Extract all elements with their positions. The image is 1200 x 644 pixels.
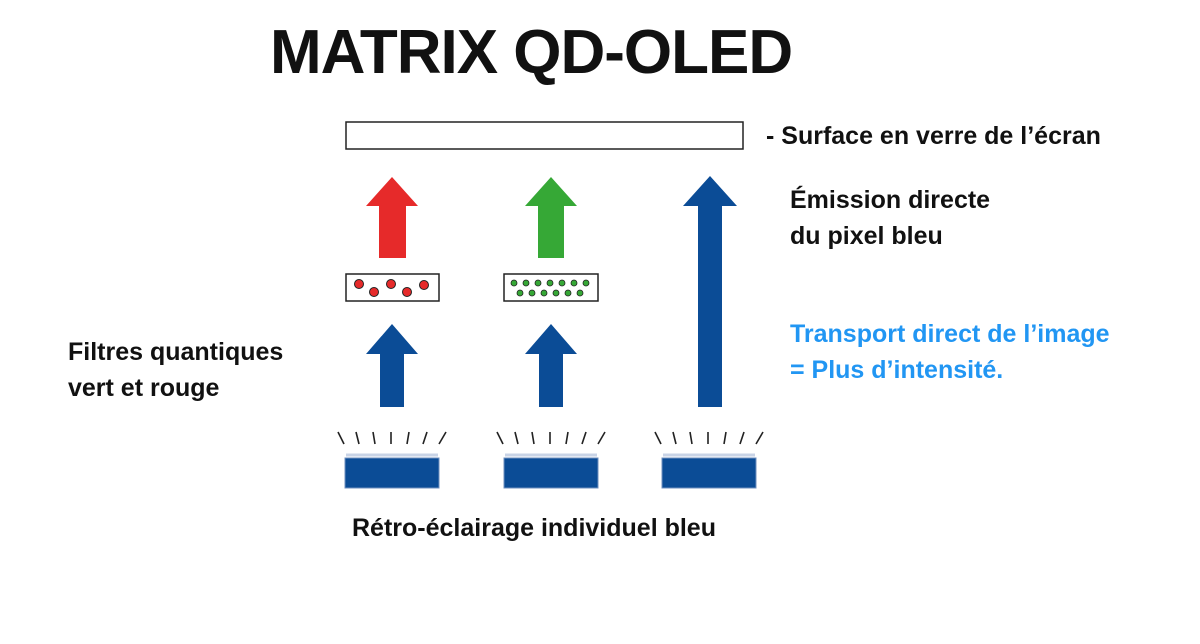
blue-backlight-middle (503, 457, 599, 489)
backlight-label: Rétro-éclairage individuel bleu (352, 514, 716, 542)
direct-emission-label: Émission directe du pixel bleu (790, 182, 990, 254)
glass-surface-label: - Surface en verre de l’écran (766, 122, 1101, 150)
light-rays-middle (496, 431, 606, 445)
quantum-filters-label: Filtres quantiques vert et rouge (68, 334, 283, 406)
blue-direct-arrow (683, 176, 737, 407)
green-quantum-filter (503, 273, 599, 302)
diagram-title: MATRIX QD-OLED (270, 18, 793, 87)
light-rays-left (337, 431, 447, 445)
quantum-filters-line-2: vert et rouge (68, 374, 220, 402)
glass-surface (345, 121, 744, 150)
red-quantum-filter (345, 273, 440, 302)
direct-transport-line-1: Transport direct de l’image (790, 320, 1110, 348)
green-light-arrow (525, 177, 577, 258)
direct-transport-line-2: = Plus d’intensité. (790, 356, 1004, 384)
blue-backlight-right (661, 457, 757, 489)
blue-backlight-left (344, 457, 440, 489)
quantum-filters-line-1: Filtres quantiques (68, 338, 284, 366)
blue-light-arrow-left (366, 324, 418, 407)
red-light-arrow (366, 177, 418, 258)
direct-transport-label: Transport direct de l’image = Plus d’int… (790, 316, 1110, 388)
light-rays-right (654, 431, 764, 445)
direct-emission-line-1: Émission directe (790, 186, 991, 214)
blue-light-arrow-middle (525, 324, 577, 407)
direct-emission-line-2: du pixel bleu (790, 222, 943, 250)
